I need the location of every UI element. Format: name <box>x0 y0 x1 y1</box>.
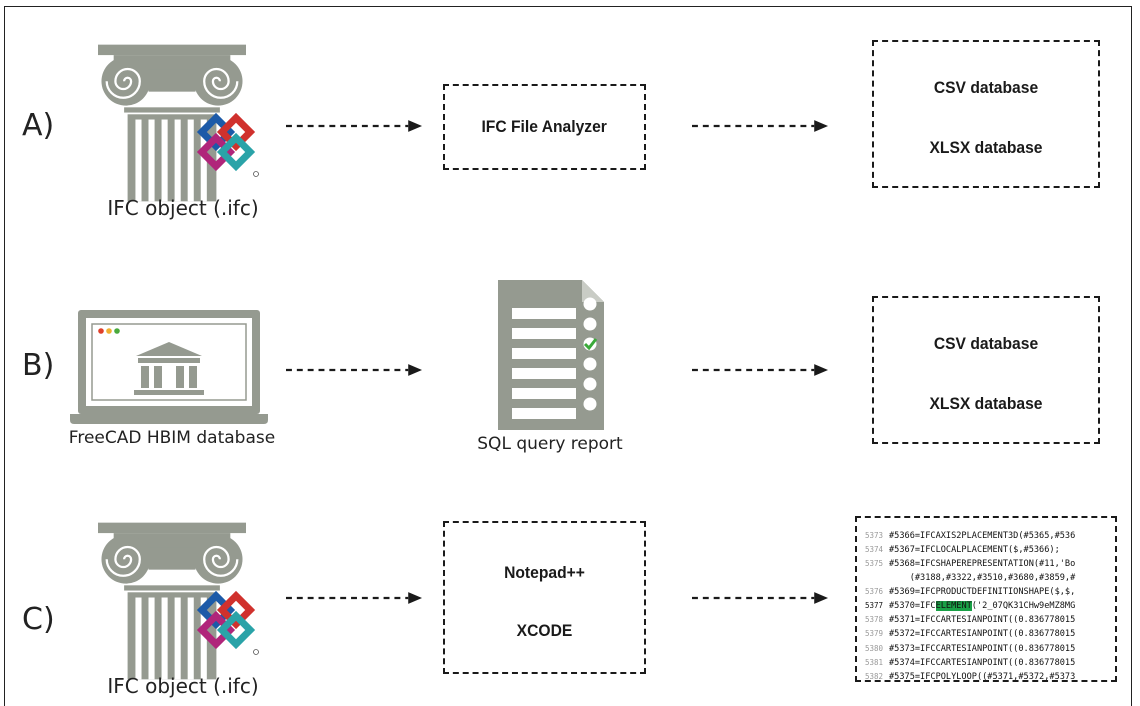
code-text: ('2_07QK31CHw9eMZ8MG <box>971 601 1076 612</box>
dashed-arrow-icon <box>692 120 830 132</box>
code-text: #5366=IFCAXIS2PLACEMENT3D(#5365,#536 <box>889 531 1076 541</box>
code-highlight: ELEMENT <box>935 601 972 612</box>
code-line: 5378 #5371=IFCCARTESIANPOINT((0.836778015 <box>865 613 1075 627</box>
output-xlsx-label: XLSX database <box>929 138 1043 157</box>
code-line-number: 5375 <box>865 559 884 569</box>
code-text: #5371=IFCCARTESIANPOINT((0.836778015 <box>889 615 1076 626</box>
tool-label-xcode: XCODE <box>516 621 573 640</box>
code-text: #5370=IFC <box>889 601 936 612</box>
output-box-b: CSV database XLSX database <box>872 296 1100 444</box>
row-a-label: A) <box>22 108 55 143</box>
tool-box-a: IFC File Analyzer <box>443 84 646 170</box>
output-csv-label: CSV database <box>933 334 1039 353</box>
ifc-object-caption: IFC object (.ifc) <box>107 196 259 220</box>
code-text: #5375=IFCPOLYLOOP((#5371,#5372,#5373 <box>889 672 1076 682</box>
sql-query-report-caption: SQL query report <box>477 434 623 454</box>
code-line: 5374 #5367=IFCLOCALPLACEMENT($,#5366); <box>865 543 1075 557</box>
code-text: (#3188,#3322,#3510,#3680,#3859,# <box>889 572 1076 583</box>
ifc-logo-icon <box>196 112 266 182</box>
tool-label-ifc-file-analyzer: IFC File Analyzer <box>481 117 608 136</box>
code-line-number: 5379 <box>865 629 884 639</box>
code-line: 5382 #5375=IFCPOLYLOOP((#5371,#5372,#5373 <box>865 670 1076 682</box>
code-line: 5376 #5369=IFCPRODUCTDEFINITIONSHAPE($,$, <box>865 585 1075 599</box>
code-line-number: 5381 <box>865 657 884 667</box>
code-text: #5372=IFCCARTESIANPOINT((0.836778015 <box>889 629 1076 640</box>
code-snippet: 5373 #5366=IFCAXIS2PLACEMENT3D(#5365,#536… <box>865 529 1076 682</box>
dashed-arrow-icon <box>286 120 424 132</box>
dashed-arrow-icon <box>286 592 424 604</box>
output-csv-label: CSV database <box>933 78 1039 97</box>
freecad-hbim-caption: FreeCAD HBIM database <box>68 428 276 448</box>
code-line: 5373 #5366=IFCAXIS2PLACEMENT3D(#5365,#536 <box>865 529 1075 543</box>
output-box-a: CSV database XLSX database <box>872 40 1100 188</box>
code-line-number: 5380 <box>865 643 884 653</box>
code-line-number: 5373 <box>865 531 884 540</box>
code-line: 5375 #5368=IFCSHAPEREPRESENTATION(#11,'Bo <box>865 557 1075 571</box>
row-b-label: B) <box>22 348 55 383</box>
row-c-label: C) <box>22 602 55 637</box>
dashed-arrow-icon <box>692 364 830 376</box>
code-line: 5379 #5372=IFCCARTESIANPOINT((0.836778015 <box>865 627 1075 641</box>
code-text: #5373=IFCCARTESIANPOINT((0.836778015 <box>889 643 1076 654</box>
tool-box-c: Notepad++ XCODE <box>443 521 646 674</box>
dashed-arrow-icon <box>692 592 830 604</box>
ifc-object-caption: IFC object (.ifc) <box>107 674 259 698</box>
code-line-number: 5377 <box>865 601 884 611</box>
code-text: #5368=IFCSHAPEREPRESENTATION(#11,'Bo <box>889 559 1076 570</box>
checklist-report-icon <box>498 280 604 430</box>
laptop-museum-icon <box>70 310 268 424</box>
code-line: 5380 #5373=IFCCARTESIANPOINT((0.836778015 <box>865 642 1075 656</box>
code-line: 5381 #5374=IFCCARTESIANPOINT((0.836778015 <box>865 656 1075 670</box>
code-text: #5374=IFCCARTESIANPOINT((0.836778015 <box>889 657 1076 668</box>
code-line-number: 5374 <box>865 545 884 555</box>
code-text: #5369=IFCPRODUCTDEFINITIONSHAPE($,$, <box>889 586 1076 597</box>
code-line: 5377 #5370=IFCELEMENT('2_07QK31CHw9eMZ8MG <box>865 599 1075 613</box>
output-xlsx-label: XLSX database <box>929 394 1043 413</box>
tool-label-notepad: Notepad++ <box>504 563 585 582</box>
dashed-arrow-icon <box>286 364 424 376</box>
code-line-number: 5378 <box>865 615 884 625</box>
code-line-number: 5382 <box>865 672 884 682</box>
code-line: (#3188,#3322,#3510,#3680,#3859,# <box>865 572 1076 585</box>
code-text: #5367=IFCLOCALPLACEMENT($,#5366); <box>889 545 1060 556</box>
ifc-logo-icon <box>196 590 266 660</box>
diagram-frame <box>4 6 1132 706</box>
code-snippet-box: 5373 #5366=IFCAXIS2PLACEMENT3D(#5365,#536… <box>855 516 1117 682</box>
code-line-number: 5376 <box>865 586 884 596</box>
